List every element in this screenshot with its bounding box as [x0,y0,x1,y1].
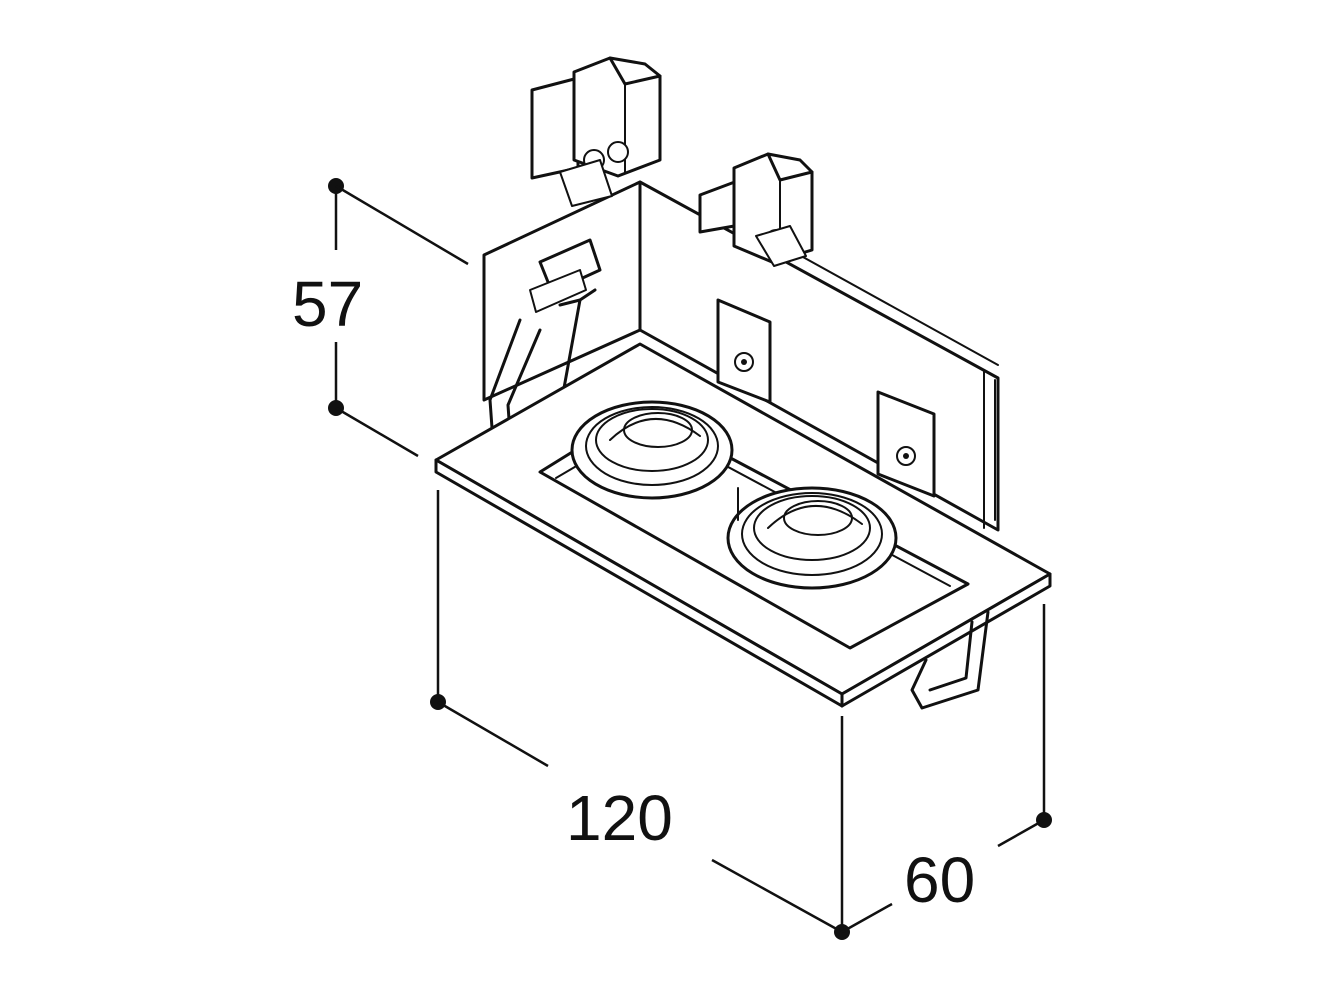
spring-clip-right [910,610,990,710]
connector-blocks [530,56,814,267]
mounting-tabs [716,298,936,498]
dimension-length-label: 120 [566,782,673,854]
dimension-height: 57 [292,178,469,458]
dimension-width: 60 [840,604,1052,934]
dimension-height-label: 57 [292,268,363,340]
lamp-module-1 [570,400,734,500]
dimension-length: 120 [430,490,850,940]
lamp-module-2 [726,486,898,590]
dimension-width-label: 60 [904,844,975,916]
